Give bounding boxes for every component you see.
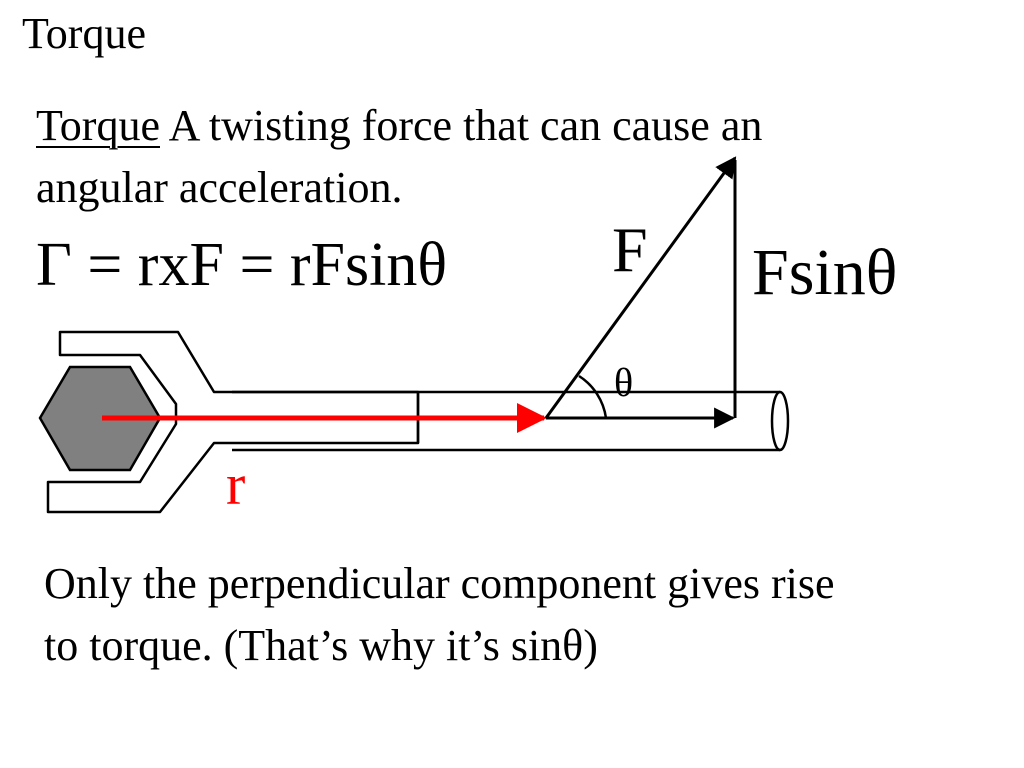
angle-arc: [578, 374, 608, 419]
force-vector: [544, 156, 737, 419]
definition-text: A twisting force that can cause an: [160, 101, 763, 150]
definition-term: Torque: [36, 101, 160, 150]
angle-label: θ: [614, 360, 634, 405]
hex-nut: [38, 365, 162, 472]
perpendicular-component-label: Fsinθ: [752, 236, 898, 309]
definition-line-1: Torque A twisting force that can cause a…: [36, 104, 762, 148]
note-line-2: to torque. (That’s why it’s sinθ): [44, 621, 598, 670]
lever-arm-label: r: [226, 452, 246, 517]
note-line-1: Only the perpendicular component gives r…: [44, 559, 835, 608]
slide-title: Torque: [22, 9, 146, 58]
torque-equation: Γ = rxF = rFsinθ: [36, 231, 448, 299]
force-label: F: [612, 214, 648, 285]
definition-line-2: angular acceleration.: [36, 163, 403, 212]
handle-end: [770, 390, 790, 452]
